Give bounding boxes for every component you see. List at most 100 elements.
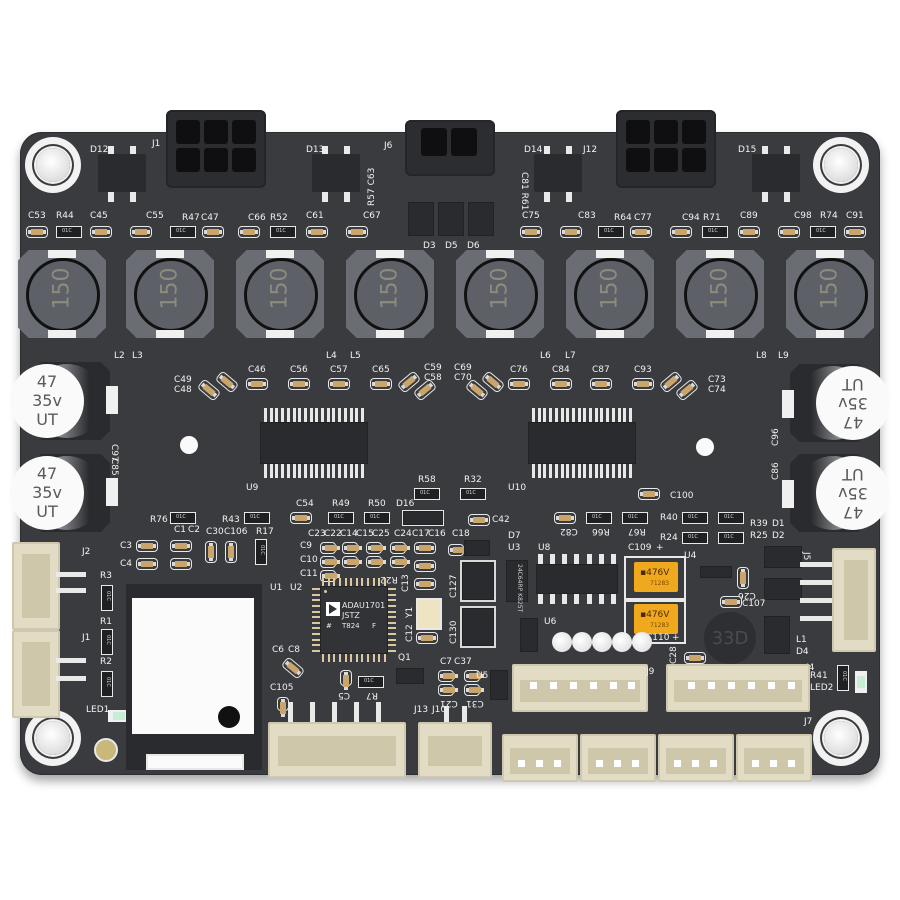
smd-resistor: 01C — [328, 512, 354, 524]
label-r76: R76 — [150, 515, 168, 525]
smd-capacitor — [136, 558, 158, 570]
smd-resistor: 01C — [255, 539, 267, 565]
mounting-hole-top-left — [25, 137, 81, 193]
power-connector-j12[interactable] — [616, 110, 716, 188]
dsp-chip-u2: ADAU1701 JSTZ # T824 F — [312, 578, 396, 662]
label-u1: U1 — [270, 583, 283, 593]
test-pad[interactable] — [572, 632, 592, 652]
diode-d12 — [98, 146, 146, 202]
speaker-connector-1[interactable] — [502, 734, 578, 782]
label-c82: C82 — [560, 526, 578, 536]
smd-capacitor — [320, 542, 337, 554]
label-r7: R7 — [366, 690, 378, 700]
label-r71: R71 — [703, 213, 721, 223]
speaker-connector-2[interactable] — [580, 734, 656, 782]
label-r25: R25 — [750, 531, 768, 541]
label-c16: C16 — [428, 529, 446, 539]
ic-u6 — [520, 618, 538, 652]
smd-capacitor — [670, 226, 692, 238]
smd-capacitor — [370, 378, 392, 390]
label-l7: L7 — [565, 351, 576, 361]
connector-pin — [310, 702, 315, 722]
label-u5: U5 — [476, 671, 489, 681]
transistor-q1 — [396, 668, 424, 684]
label-j5: J5 — [801, 552, 811, 561]
smd-capacitor — [844, 226, 866, 238]
label-led2: LED2 — [810, 683, 834, 693]
connector-j10[interactable] — [418, 722, 492, 778]
smd-capacitor — [26, 226, 48, 238]
schottky-diode-d6 — [468, 202, 494, 236]
label-c12: C12 — [405, 624, 415, 642]
connector-j1-side[interactable] — [12, 630, 60, 718]
smd-capacitor — [238, 226, 260, 238]
label-r39: R39 — [750, 519, 768, 529]
label-u6: U6 — [544, 617, 557, 627]
antenna-connector-ant1[interactable] — [94, 738, 118, 762]
connector-j9[interactable] — [512, 664, 648, 712]
label-c130: C130 — [449, 620, 459, 644]
connector-j13[interactable] — [268, 722, 406, 778]
label-l8: L8 — [756, 351, 767, 361]
label-d7: D7 — [508, 531, 521, 541]
label-c81-r61: C81 R61 — [519, 172, 529, 211]
dsp-marking-date: T824 — [342, 622, 360, 630]
power-connector-j6[interactable] — [405, 120, 495, 176]
power-inductor-c130 — [460, 606, 496, 648]
smd-capacitor — [366, 542, 383, 554]
smd-capacitor — [320, 556, 337, 568]
label-d5: D5 — [445, 241, 458, 251]
power-connector-j1[interactable] — [166, 110, 266, 188]
label-c4: C4 — [120, 559, 133, 569]
label-r41: R41 — [810, 671, 828, 681]
label-r24: R24 — [660, 533, 678, 543]
label-c25: C25 — [372, 529, 390, 539]
inductor-l4: 150 — [236, 250, 324, 338]
test-pad[interactable] — [612, 632, 632, 652]
smd-resistor: 01C — [837, 665, 849, 691]
smd-capacitor — [170, 540, 192, 552]
smd-capacitor — [738, 226, 760, 238]
inductor-l6: 150 — [456, 250, 544, 338]
label-c54: C54 — [296, 499, 314, 509]
label-c9: C9 — [300, 541, 313, 551]
label-c7: C7 — [440, 657, 453, 667]
label-c59: C59 — [424, 363, 442, 373]
label-c73: C73 — [708, 375, 726, 385]
label-c37: C37 — [454, 657, 472, 667]
label-c22: C22 — [324, 529, 342, 539]
bluetooth-module-u1 — [126, 584, 262, 770]
label-c110: C110 — [646, 633, 670, 643]
connector-pin — [462, 706, 467, 722]
label-r1: R1 — [100, 617, 112, 627]
smd-capacitor — [288, 378, 310, 390]
label-c91: C91 — [846, 211, 864, 221]
label-c69: C69 — [454, 363, 472, 373]
smd-capacitor — [205, 541, 217, 563]
label-d4: D4 — [796, 647, 809, 657]
label-c53: C53 — [28, 211, 46, 221]
label-c3: C3 — [120, 541, 133, 551]
label-d16: D16 — [396, 499, 415, 509]
smd-capacitor — [448, 544, 465, 556]
label-r17: R17 — [256, 527, 274, 537]
amplifier-ic-u9 — [260, 408, 368, 478]
connector-pin — [288, 702, 293, 722]
speaker-connector-3[interactable] — [658, 734, 734, 782]
smd-capacitor — [416, 632, 438, 644]
smd-resistor: 01C — [810, 226, 836, 238]
test-pad[interactable] — [632, 632, 652, 652]
label-u10: U10 — [508, 483, 527, 493]
label-c127: C127 — [449, 574, 459, 598]
connector-j5[interactable] — [832, 548, 876, 652]
connector-j2[interactable] — [12, 542, 60, 630]
test-pad[interactable] — [592, 632, 612, 652]
label-j7: J7 — [804, 717, 813, 727]
label-c74: C74 — [708, 385, 726, 395]
connector-j4[interactable] — [666, 664, 810, 712]
test-pad[interactable] — [552, 632, 572, 652]
dsp-marking-hash: # — [326, 622, 332, 630]
speaker-connector-4[interactable] — [736, 734, 812, 782]
